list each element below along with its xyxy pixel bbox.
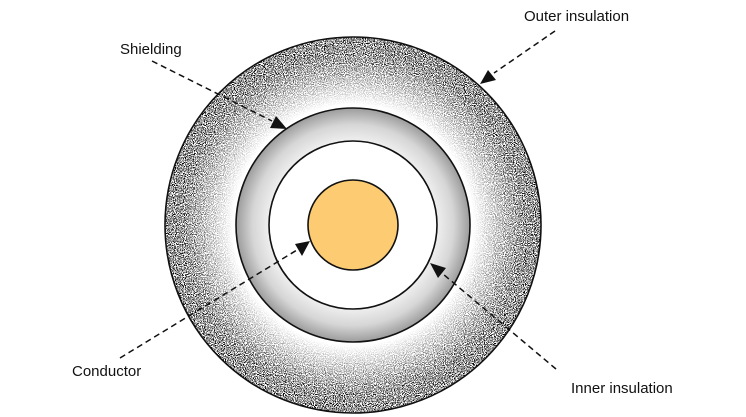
outer-insulation-leader — [480, 30, 556, 84]
shielding-label: Shielding — [120, 41, 182, 58]
outer-insulation-label: Outer insulation — [524, 8, 629, 25]
inner-insulation-leader — [430, 263, 557, 370]
conductor-leader — [119, 241, 310, 359]
shielding-leader — [151, 60, 287, 129]
inner-insulation-label: Inner insulation — [571, 380, 673, 397]
conductor-label: Conductor — [72, 363, 141, 380]
conductor-core — [307, 179, 399, 271]
